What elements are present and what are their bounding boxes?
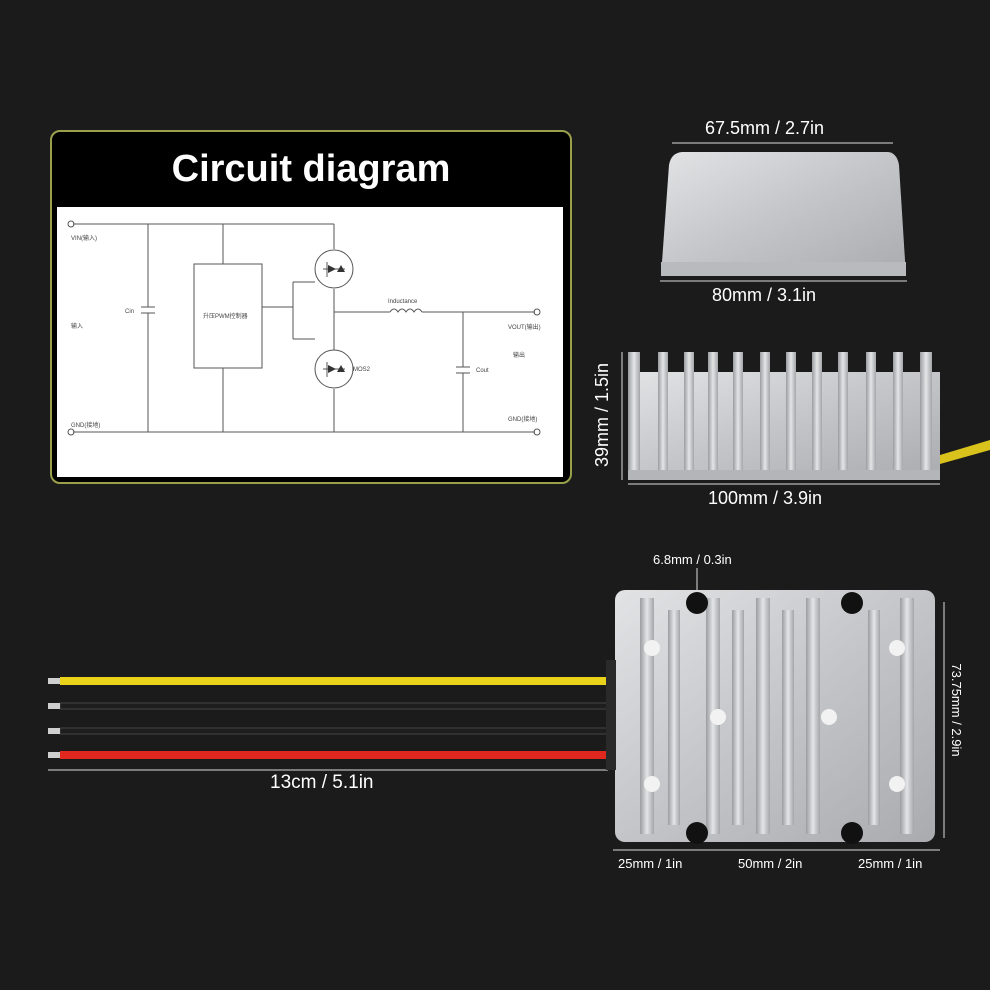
dim-base-width: 80mm / 3.1in bbox=[712, 285, 817, 305]
label-cin: Cin bbox=[125, 309, 134, 315]
dim-cable-length: 13cm / 5.1in bbox=[270, 772, 374, 793]
label-vin: VIN(输入) bbox=[71, 234, 97, 242]
converter-side-view bbox=[628, 372, 940, 480]
mos1-symbol bbox=[314, 249, 354, 289]
vin-terminal bbox=[67, 220, 75, 228]
heat-sink-fins bbox=[628, 352, 932, 472]
dim-top-width: 67.5mm / 2.7in bbox=[705, 118, 825, 138]
gnd-in-terminal bbox=[67, 428, 75, 436]
converter-bottom-view bbox=[615, 590, 935, 842]
converter-front-view bbox=[661, 152, 906, 276]
wire-black-1 bbox=[59, 702, 613, 710]
label-controller: 升压PWM控制器 bbox=[203, 312, 248, 320]
mounting-holes bbox=[686, 592, 863, 844]
dim-bottom-right: 25mm / 1in bbox=[858, 856, 923, 871]
vout-terminal bbox=[533, 308, 541, 316]
dim-height: 39mm / 1.5in bbox=[592, 363, 612, 467]
cable-bundle bbox=[48, 660, 616, 770]
inductor-symbol bbox=[389, 308, 423, 313]
pwm-controller-box bbox=[193, 263, 263, 369]
label-output: 输出 bbox=[513, 351, 525, 359]
dim-bottom-middle: 50mm / 2in bbox=[738, 856, 803, 871]
dim-length: 100mm / 3.9in bbox=[708, 488, 823, 508]
dim-bottom-left: 25mm / 1in bbox=[618, 856, 683, 871]
screw-heads bbox=[644, 640, 905, 792]
wire-stub-side bbox=[940, 440, 990, 464]
schematic-drawing: VIN(输入) 输入 GND(接地) Cin 升压PWM控制器 Inductan… bbox=[67, 220, 541, 436]
label-vout: VOUT(输出) bbox=[508, 323, 541, 331]
label-inductance: Inductance bbox=[388, 299, 418, 305]
label-gnd-in: GND(接地) bbox=[71, 421, 100, 429]
dim-side-height-text: 73.75mm / 2.9in bbox=[949, 663, 964, 757]
mos2-symbol bbox=[314, 349, 354, 389]
wire-black-2 bbox=[59, 727, 613, 735]
label-mos2: MOS2 bbox=[353, 367, 371, 373]
panel-title: Circuit diagram bbox=[171, 148, 451, 190]
dim-hole-diameter: 6.8mm / 0.3in bbox=[653, 552, 732, 567]
label-gnd-out: GND(接地) bbox=[508, 415, 537, 423]
label-input: 输入 bbox=[71, 322, 83, 330]
label-cout: Cout bbox=[476, 368, 489, 374]
circuit-diagram-panel: Circuit diagram bbox=[50, 130, 572, 484]
wire-yellow bbox=[60, 677, 612, 685]
wire-red bbox=[60, 751, 612, 759]
gnd-out-terminal bbox=[533, 428, 541, 436]
dim-side-height: 73.75mm / 2.9in bbox=[945, 663, 965, 756]
circuit-schematic: VIN(输入) 输入 GND(接地) Cin 升压PWM控制器 Inductan… bbox=[57, 207, 563, 477]
dim-height-text: 39mm / 1.5in bbox=[592, 362, 612, 468]
